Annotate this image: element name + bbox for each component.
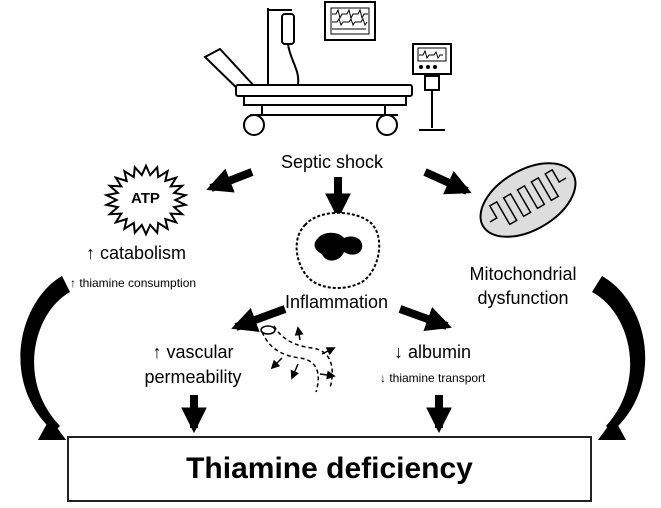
leaky-vessel-icon bbox=[260, 325, 336, 393]
inflammatory-cell-icon bbox=[295, 211, 381, 289]
shock-to-mitochondria-arrow bbox=[423, 168, 472, 195]
catabolism-to-deficiency-arrow bbox=[20, 276, 70, 440]
inflammation-to-vascular-arrow bbox=[231, 305, 287, 332]
catabolism-label: ↑ catabolism bbox=[86, 243, 187, 263]
thiamine-transport-label: ↓ thiamine transport bbox=[380, 371, 486, 385]
atp-label: ATP bbox=[131, 190, 160, 207]
mitochondrial-label: Mitochondrial bbox=[469, 264, 577, 284]
albumin-label: ↓ albumin bbox=[394, 342, 472, 362]
atp-burst-icon bbox=[103, 163, 189, 237]
dysfunction-label: dysfunction bbox=[477, 288, 569, 308]
inflammation-to-albumin-arrow bbox=[398, 305, 452, 332]
thiamine-deficiency-label: Thiamine deficiency bbox=[186, 452, 473, 485]
thiamine-deficiency-box: Thiamine deficiency bbox=[67, 436, 592, 502]
hospital-bed-icon bbox=[203, 47, 413, 136]
septic-shock-label: Septic shock bbox=[281, 152, 384, 172]
mitochondrion-icon bbox=[479, 162, 577, 238]
permeability-label: permeability bbox=[144, 367, 242, 387]
inflammation-label: Inflammation bbox=[285, 292, 389, 312]
mitochondria-to-deficiency-arrow bbox=[592, 276, 646, 440]
ventilator-icon bbox=[412, 43, 452, 131]
vascular-label: ↑ vascular bbox=[152, 342, 234, 362]
heart-monitor-icon bbox=[324, 1, 376, 41]
iv-drip-icon bbox=[267, 8, 300, 95]
thiamine-consumption-label: ↑ thiamine consumption bbox=[70, 276, 197, 290]
shock-to-atp-arrow bbox=[206, 168, 254, 193]
